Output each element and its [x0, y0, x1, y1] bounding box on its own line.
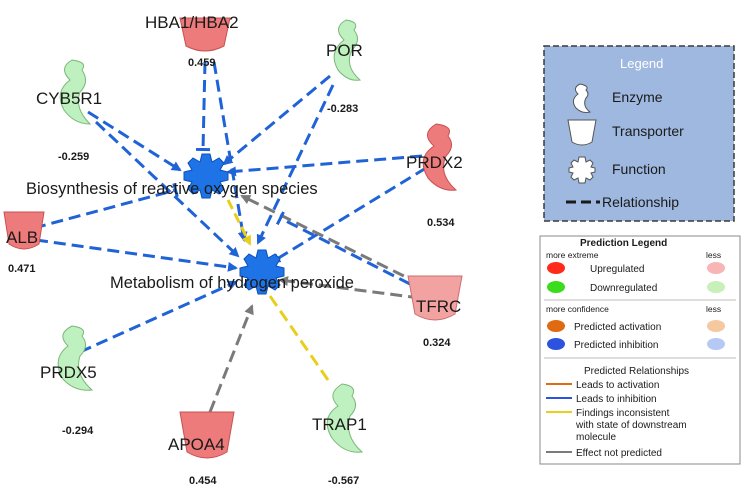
edge-biosynthesis-metabolism — [226, 199, 252, 246]
enzyme-icon — [572, 83, 592, 113]
gene-node-tfrc[interactable]: TFRC 0.324 — [407, 275, 463, 349]
gear-icon — [183, 153, 229, 199]
legend-function-label: Function — [612, 161, 666, 177]
edge-tfrc-inhibition — [275, 211, 411, 286]
edge-cyb5r1-metabolism — [94, 120, 240, 258]
gene-node-trap1[interactable]: TRAP1 -0.567 — [312, 383, 367, 487]
transporter-icon — [179, 17, 231, 52]
less-label-2: less — [706, 304, 721, 314]
gene-label-prdx2: PRDX2 — [406, 153, 463, 172]
edge-alb-metabolism — [35, 238, 238, 272]
legend-box: Legend Enzyme Transporter Function Relat… — [543, 45, 735, 222]
enzyme-icon — [422, 123, 458, 191]
edge-cyb5r1-biosynthesis — [87, 110, 182, 172]
edge-por-biosynthesis — [222, 74, 331, 166]
enzyme-icon — [59, 59, 92, 125]
less-label-1: less — [706, 250, 721, 260]
gene-node-hba[interactable]: HBA1/HBA2 0.459 — [145, 13, 239, 69]
findings-inconsistent-label-2: with state of downstream — [575, 420, 687, 431]
gene-label-apoa4: APOA4 — [168, 435, 225, 454]
gene-value-trap1: -0.567 — [328, 475, 359, 487]
function-node-biosynthesis[interactable] — [183, 153, 229, 199]
predicted-inhibition-label: Predicted inhibition — [574, 340, 659, 351]
prediction-legend-background — [539, 235, 741, 465]
edge-tfrc-biosynthesis — [240, 194, 421, 286]
edge-alb-biosynthesis — [33, 182, 179, 230]
gene-value-cyb5r1: -0.259 — [58, 151, 89, 163]
gene-node-por[interactable]: POR -0.283 — [326, 19, 363, 115]
findings-inconsistent-label-1: Findings inconsistent — [576, 408, 670, 419]
gene-node-apoa4[interactable]: APOA4 0.454 — [168, 411, 235, 487]
upregulated-less-swatch — [707, 262, 725, 274]
predicted-inhibition-less-swatch — [707, 338, 725, 350]
predicted-activation-swatch — [547, 320, 565, 332]
transporter-icon — [3, 211, 45, 250]
gene-label-trap1: TRAP1 — [312, 415, 367, 434]
downregulated-less-swatch — [707, 281, 725, 293]
predicted-activation-label: Predicted activation — [574, 322, 661, 333]
gene-label-por: POR — [326, 41, 363, 60]
gene-value-prdx5: -0.294 — [62, 425, 94, 437]
gene-value-por: -0.283 — [327, 103, 358, 115]
transporter-icon — [567, 119, 597, 146]
edge-hba-biosynthesis — [195, 61, 211, 152]
predicted-activation-less-swatch — [707, 320, 725, 332]
gene-label-hba: HBA1/HBA2 — [145, 13, 239, 32]
enzyme-icon — [333, 19, 362, 81]
enzyme-icon — [57, 325, 94, 391]
more-confidence-label: more confidence — [546, 304, 609, 314]
findings-inconsistent-label-3: molecule — [576, 432, 616, 443]
downregulated-label: Downregulated — [590, 283, 657, 294]
function-node-metabolism[interactable] — [239, 249, 285, 295]
gene-node-prdx5[interactable]: PRDX5 -0.294 — [40, 325, 97, 437]
enzyme-icon — [326, 383, 364, 453]
edge-apoa4-metabolism — [208, 304, 254, 413]
gene-value-prdx2: 0.534 — [427, 217, 455, 229]
leads-to-inhibition-label: Leads to inhibition — [576, 394, 657, 405]
gene-value-apoa4: 0.454 — [189, 475, 217, 487]
edge-prdx2-biosynthesis — [226, 154, 423, 177]
downregulated-swatch — [547, 281, 565, 293]
transporter-icon — [179, 411, 235, 459]
legend-relationship-label: Relationship — [602, 194, 679, 210]
edge-prdx2-metabolism — [270, 166, 427, 264]
effect-not-predicted-label: Effect not predicted — [576, 448, 662, 459]
edge-hba-metabolism — [212, 61, 248, 242]
edges — [33, 61, 427, 413]
gene-label-cyb5r1: CYB5R1 — [36, 89, 102, 108]
gene-node-prdx2[interactable]: PRDX2 0.534 — [406, 123, 463, 229]
gear-icon — [568, 156, 596, 184]
gene-node-cyb5r1[interactable]: CYB5R1 -0.259 — [36, 59, 102, 163]
legend-transporter-label: Transporter — [612, 123, 684, 139]
gene-value-tfrc: 0.324 — [423, 337, 451, 349]
more-extreme-label: more extreme — [546, 250, 599, 260]
edge-prdx5-metabolism — [79, 280, 238, 354]
gene-value-alb: 0.471 — [8, 263, 36, 275]
gene-label-tfrc: TFRC — [416, 297, 461, 316]
edge-trap1-metabolism — [268, 295, 330, 381]
upregulated-label: Upregulated — [590, 264, 644, 275]
legend-title: Legend — [620, 56, 663, 71]
edge-tfrc-metabolism — [278, 276, 421, 300]
transporter-icon — [407, 275, 463, 321]
predicted-relationships-label: Predicted Relationships — [584, 366, 689, 377]
edge-por-metabolism — [256, 84, 335, 245]
function-label-metabolism: Metabolism of hydrogen peroxide — [110, 274, 354, 292]
upregulated-swatch — [547, 262, 565, 274]
gene-node-alb[interactable]: ALB 0.471 — [3, 211, 45, 275]
legend-enzyme-label: Enzyme — [612, 89, 663, 105]
prediction-legend-title: Prediction Legend — [580, 238, 667, 249]
gene-label-prdx5: PRDX5 — [40, 363, 97, 382]
gene-value-hba: 0.459 — [188, 57, 216, 69]
predicted-inhibition-swatch — [547, 338, 565, 350]
gene-label-alb: ALB — [6, 228, 38, 247]
function-label-biosynthesis: Biosynthesis of reactive oxygen species — [26, 180, 318, 198]
prediction-legend: Prediction Legend more extreme less Upre… — [539, 235, 741, 465]
gear-icon — [239, 249, 285, 295]
leads-to-activation-label: Leads to activation — [576, 380, 659, 391]
